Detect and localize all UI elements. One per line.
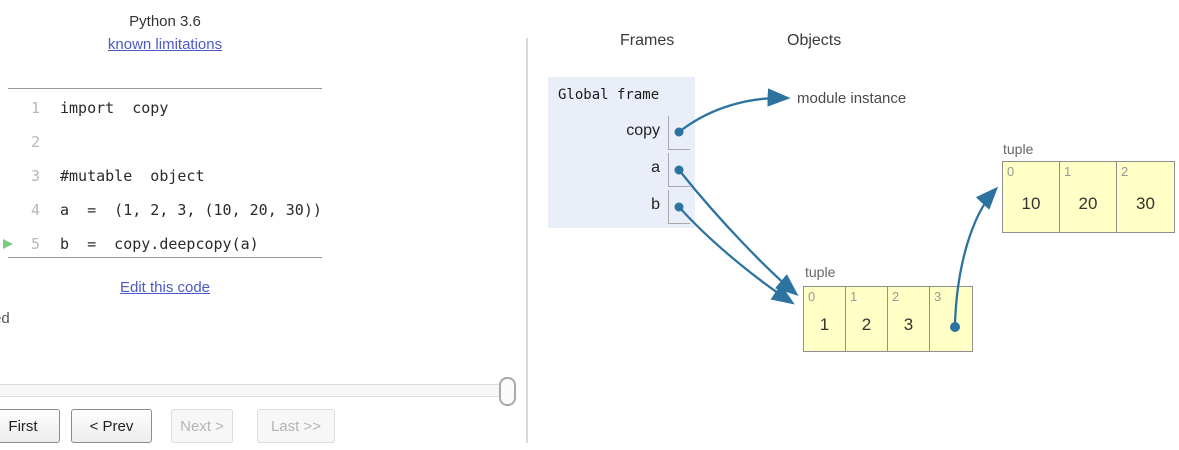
code-text: #mutable object	[60, 167, 205, 185]
line-number: 3	[30, 167, 40, 185]
var-cell-border	[668, 116, 669, 150]
arrow-a-to-outer-tuple	[678, 169, 799, 296]
panel-divider	[526, 38, 528, 443]
variable-b: b	[651, 196, 660, 213]
python-version-title: Python 3.6	[129, 13, 201, 30]
edit-code-wrap: Edit this code	[0, 279, 330, 297]
tuple-value: 1	[819, 315, 830, 334]
clipped-status-text: ed	[0, 310, 10, 327]
global-frame-label: Global frame	[558, 87, 660, 103]
tuple-value: 2	[861, 315, 872, 334]
tuple-cell: 2 3	[888, 287, 930, 351]
var-cell-border	[668, 153, 669, 187]
variable-copy: copy	[626, 122, 660, 139]
tuple-index: 3	[934, 289, 942, 304]
code-line-3: 3 #mutable object	[0, 165, 520, 187]
var-cell-border	[668, 190, 669, 224]
prev-button[interactable]: < Prev	[71, 409, 152, 443]
outer-tuple-table: 0 1 1 2 2 3 3	[803, 286, 973, 352]
objects-header: Objects	[787, 32, 842, 49]
tuple-value: 3	[903, 315, 914, 334]
code-line-4: 4 a = (1, 2, 3, (10, 20, 30))	[0, 199, 520, 221]
tuple-value: 10	[1021, 194, 1041, 213]
inner-tuple-type-label: tuple	[1003, 141, 1034, 157]
tuple-cell-pointer: 3	[930, 287, 972, 351]
module-instance-label: module instance	[797, 90, 907, 107]
code-line-5: 5 b = copy.deepcopy(a)	[0, 233, 520, 255]
tuple-cell: 2 30	[1117, 162, 1174, 232]
tuple-cell: 0 10	[1003, 162, 1060, 232]
tuple-index: 0	[808, 289, 816, 304]
var-cell-border	[668, 149, 690, 150]
global-frame-box: Global frame	[548, 77, 695, 228]
line-number: 1	[30, 99, 40, 117]
executed-line-arrow-icon	[3, 239, 13, 249]
arrow-b-to-outer-tuple	[678, 206, 795, 305]
code-top-divider	[8, 88, 322, 89]
tuple-index: 1	[850, 289, 858, 304]
tuple-index: 2	[1121, 164, 1129, 179]
known-limitations-wrap: known limitations	[0, 36, 330, 54]
code-bottom-divider	[8, 257, 322, 258]
code-text: import copy	[60, 99, 169, 117]
variable-a: a	[651, 159, 660, 176]
next-button[interactable]: Next >	[171, 409, 233, 443]
tuple-value: 20	[1078, 194, 1098, 213]
line-number: 2	[30, 133, 40, 151]
line-number: 4	[30, 201, 40, 219]
arrow-copy-to-module	[678, 88, 791, 133]
known-limitations-link[interactable]: known limitations	[107, 36, 223, 53]
tuple-cell: 1 2	[846, 287, 888, 351]
inner-tuple-table: 0 10 1 20 2 30	[1002, 161, 1175, 233]
code-text: b = copy.deepcopy(a)	[60, 235, 259, 253]
code-line-2: 2	[0, 131, 520, 153]
outer-tuple-type-label: tuple	[805, 264, 836, 280]
code-text: a = (1, 2, 3, (10, 20, 30))	[60, 201, 322, 219]
last-button[interactable]: Last >>	[257, 409, 335, 443]
tuple-value: 30	[1136, 194, 1155, 213]
line-number: 5	[30, 235, 40, 253]
var-cell-border	[668, 223, 690, 224]
first-button[interactable]: First	[0, 409, 60, 443]
edit-this-code-link[interactable]: Edit this code	[119, 279, 211, 296]
var-cell-border	[668, 186, 690, 187]
tuple-cell: 1 20	[1060, 162, 1117, 232]
tuple-index: 0	[1007, 164, 1015, 179]
execution-slider-track[interactable]	[0, 384, 506, 397]
frames-header: Frames	[620, 32, 675, 49]
execution-slider-handle[interactable]	[499, 377, 516, 406]
code-line-1: 1 import copy	[0, 97, 520, 119]
tuple-index: 1	[1064, 164, 1072, 179]
tuple-index: 2	[892, 289, 900, 304]
tuple-cell: 0 1	[804, 287, 846, 351]
